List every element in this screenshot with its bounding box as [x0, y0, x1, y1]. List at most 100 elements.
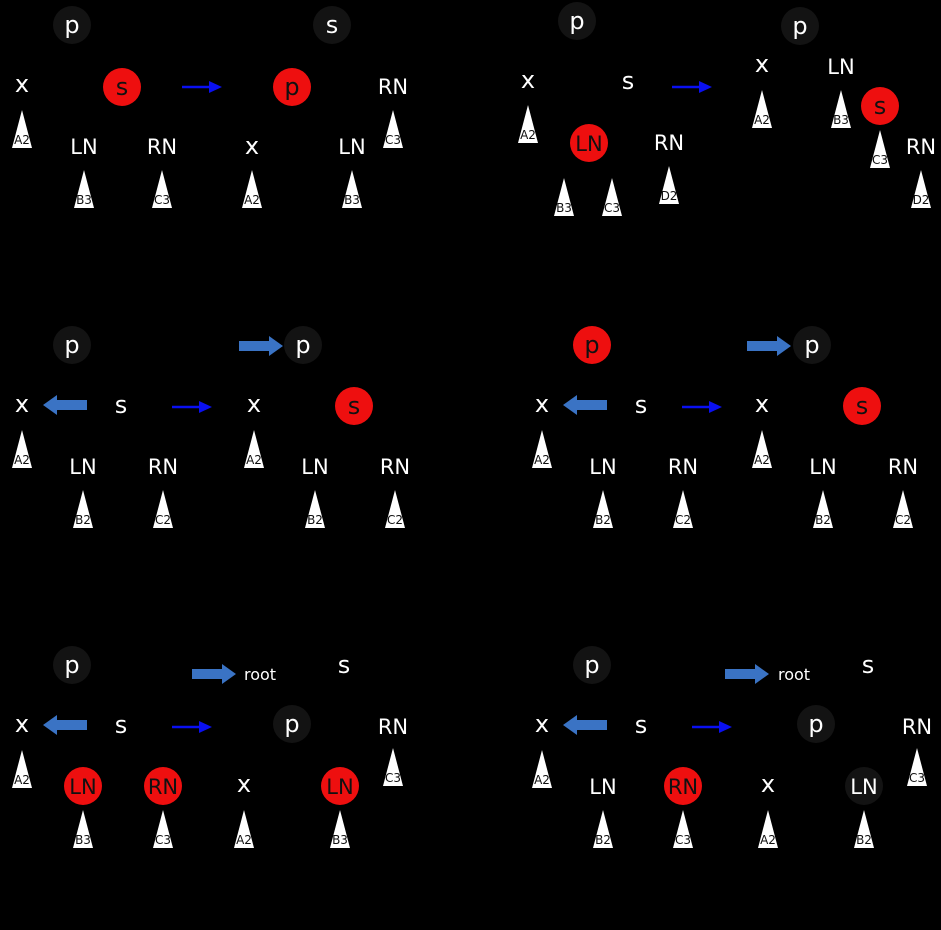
- node-label: s: [348, 392, 361, 420]
- subtree-triangle: B3: [554, 178, 574, 216]
- subtree-label: A2: [534, 453, 550, 467]
- subtree-label: A2: [754, 453, 770, 467]
- tree-node: x: [237, 770, 251, 798]
- transform-arrow: [672, 81, 712, 93]
- triangle-shape: [870, 130, 890, 168]
- triangle-shape: [907, 748, 927, 786]
- tree-node: LN: [301, 455, 328, 479]
- arrow-head: [209, 81, 222, 93]
- node-circle: [273, 705, 311, 743]
- node-circle: [335, 387, 373, 425]
- subtree-label: C3: [385, 771, 401, 785]
- tree-node: s: [635, 711, 648, 739]
- subtree-label: B2: [815, 513, 831, 527]
- subtree-triangle: A2: [752, 430, 772, 468]
- node-label: s: [115, 391, 128, 419]
- node-label: LN: [69, 775, 96, 799]
- tree-node: x: [245, 132, 259, 160]
- node-circle: [313, 6, 351, 44]
- triangle-shape: [532, 430, 552, 468]
- tree-node: LN: [589, 775, 616, 799]
- transform-arrow: [692, 721, 732, 733]
- node-label: RN: [148, 455, 178, 479]
- tree-node: LN: [845, 767, 883, 805]
- tree-node: s: [103, 68, 141, 106]
- tree-node: p: [793, 326, 831, 364]
- root-label: root: [778, 665, 810, 684]
- subtree-triangle: B3: [330, 810, 350, 848]
- subtree-label: B2: [75, 513, 91, 527]
- subtree-label: B2: [595, 833, 611, 847]
- node-label: LN: [338, 135, 365, 159]
- arrow-head: [709, 401, 722, 413]
- subtree-triangle: D2: [911, 170, 931, 208]
- node-label: LN: [69, 455, 96, 479]
- subtree-triangle: A2: [758, 810, 778, 848]
- subtree-label: A2: [760, 833, 776, 847]
- node-label: p: [284, 73, 299, 101]
- node-label: x: [15, 710, 29, 738]
- node-label: LN: [850, 775, 877, 799]
- node-label: s: [856, 392, 869, 420]
- subtree-label: C3: [154, 193, 170, 207]
- node-label: RN: [888, 455, 918, 479]
- triangle-shape: [73, 810, 93, 848]
- tree-node: s: [313, 6, 351, 44]
- node-label: LN: [326, 775, 353, 799]
- tree-node: RN: [654, 131, 684, 155]
- triangle-shape: [342, 170, 362, 208]
- subtree-triangle: A2: [244, 430, 264, 468]
- node-circle: [103, 68, 141, 106]
- node-circle: [558, 2, 596, 40]
- node-label: x: [755, 390, 769, 418]
- transform-arrow: [182, 81, 222, 93]
- tree-node: x: [15, 70, 29, 98]
- node-label: p: [584, 331, 599, 359]
- subtree-label: C2: [675, 513, 691, 527]
- node-label: x: [15, 70, 29, 98]
- node-label: RN: [902, 715, 932, 739]
- triangle-shape: [383, 748, 403, 786]
- node-label: RN: [148, 775, 178, 799]
- node-label: LN: [70, 135, 97, 159]
- triangle-shape: [673, 490, 693, 528]
- transform-arrow: [682, 401, 722, 413]
- subtree-triangle: B3: [74, 170, 94, 208]
- arrow-head: [199, 721, 212, 733]
- tree-node: x: [15, 710, 29, 738]
- triangle-shape: [659, 166, 679, 204]
- tree-node: RN: [906, 135, 936, 159]
- subtree-triangle: C3: [152, 170, 172, 208]
- node-circle: [321, 767, 359, 805]
- tree-node: x: [755, 50, 769, 78]
- subtree-triangle: B2: [305, 490, 325, 528]
- pointer-arrow-right: [747, 336, 791, 356]
- subtree-triangle: A2: [532, 430, 552, 468]
- triangle-shape: [330, 810, 350, 848]
- node-label: RN: [147, 135, 177, 159]
- subtree-label: A2: [14, 773, 30, 787]
- node-label: p: [584, 651, 599, 679]
- tree-node: x: [247, 390, 261, 418]
- node-circle: [284, 326, 322, 364]
- node-label: x: [535, 390, 549, 418]
- pointer-arrow-left: [43, 715, 87, 735]
- subtree-label: B2: [595, 513, 611, 527]
- node-label: s: [635, 391, 648, 419]
- triangle-shape: [12, 110, 32, 148]
- subtree-triangle: B3: [342, 170, 362, 208]
- tree-node: p: [284, 326, 322, 364]
- node-label: s: [338, 651, 351, 679]
- subtree-label: B3: [833, 113, 849, 127]
- tree-node: RN: [378, 715, 408, 739]
- node-label: LN: [809, 455, 836, 479]
- tree-node: p: [273, 68, 311, 106]
- tree-node: s: [622, 67, 635, 95]
- triangle-shape: [234, 810, 254, 848]
- subtree-triangle: C3: [907, 748, 927, 786]
- tree-node: s: [338, 651, 351, 679]
- subtree-triangle: C2: [673, 490, 693, 528]
- subtree-triangle: A2: [518, 105, 538, 143]
- subtree-triangle: B2: [854, 810, 874, 848]
